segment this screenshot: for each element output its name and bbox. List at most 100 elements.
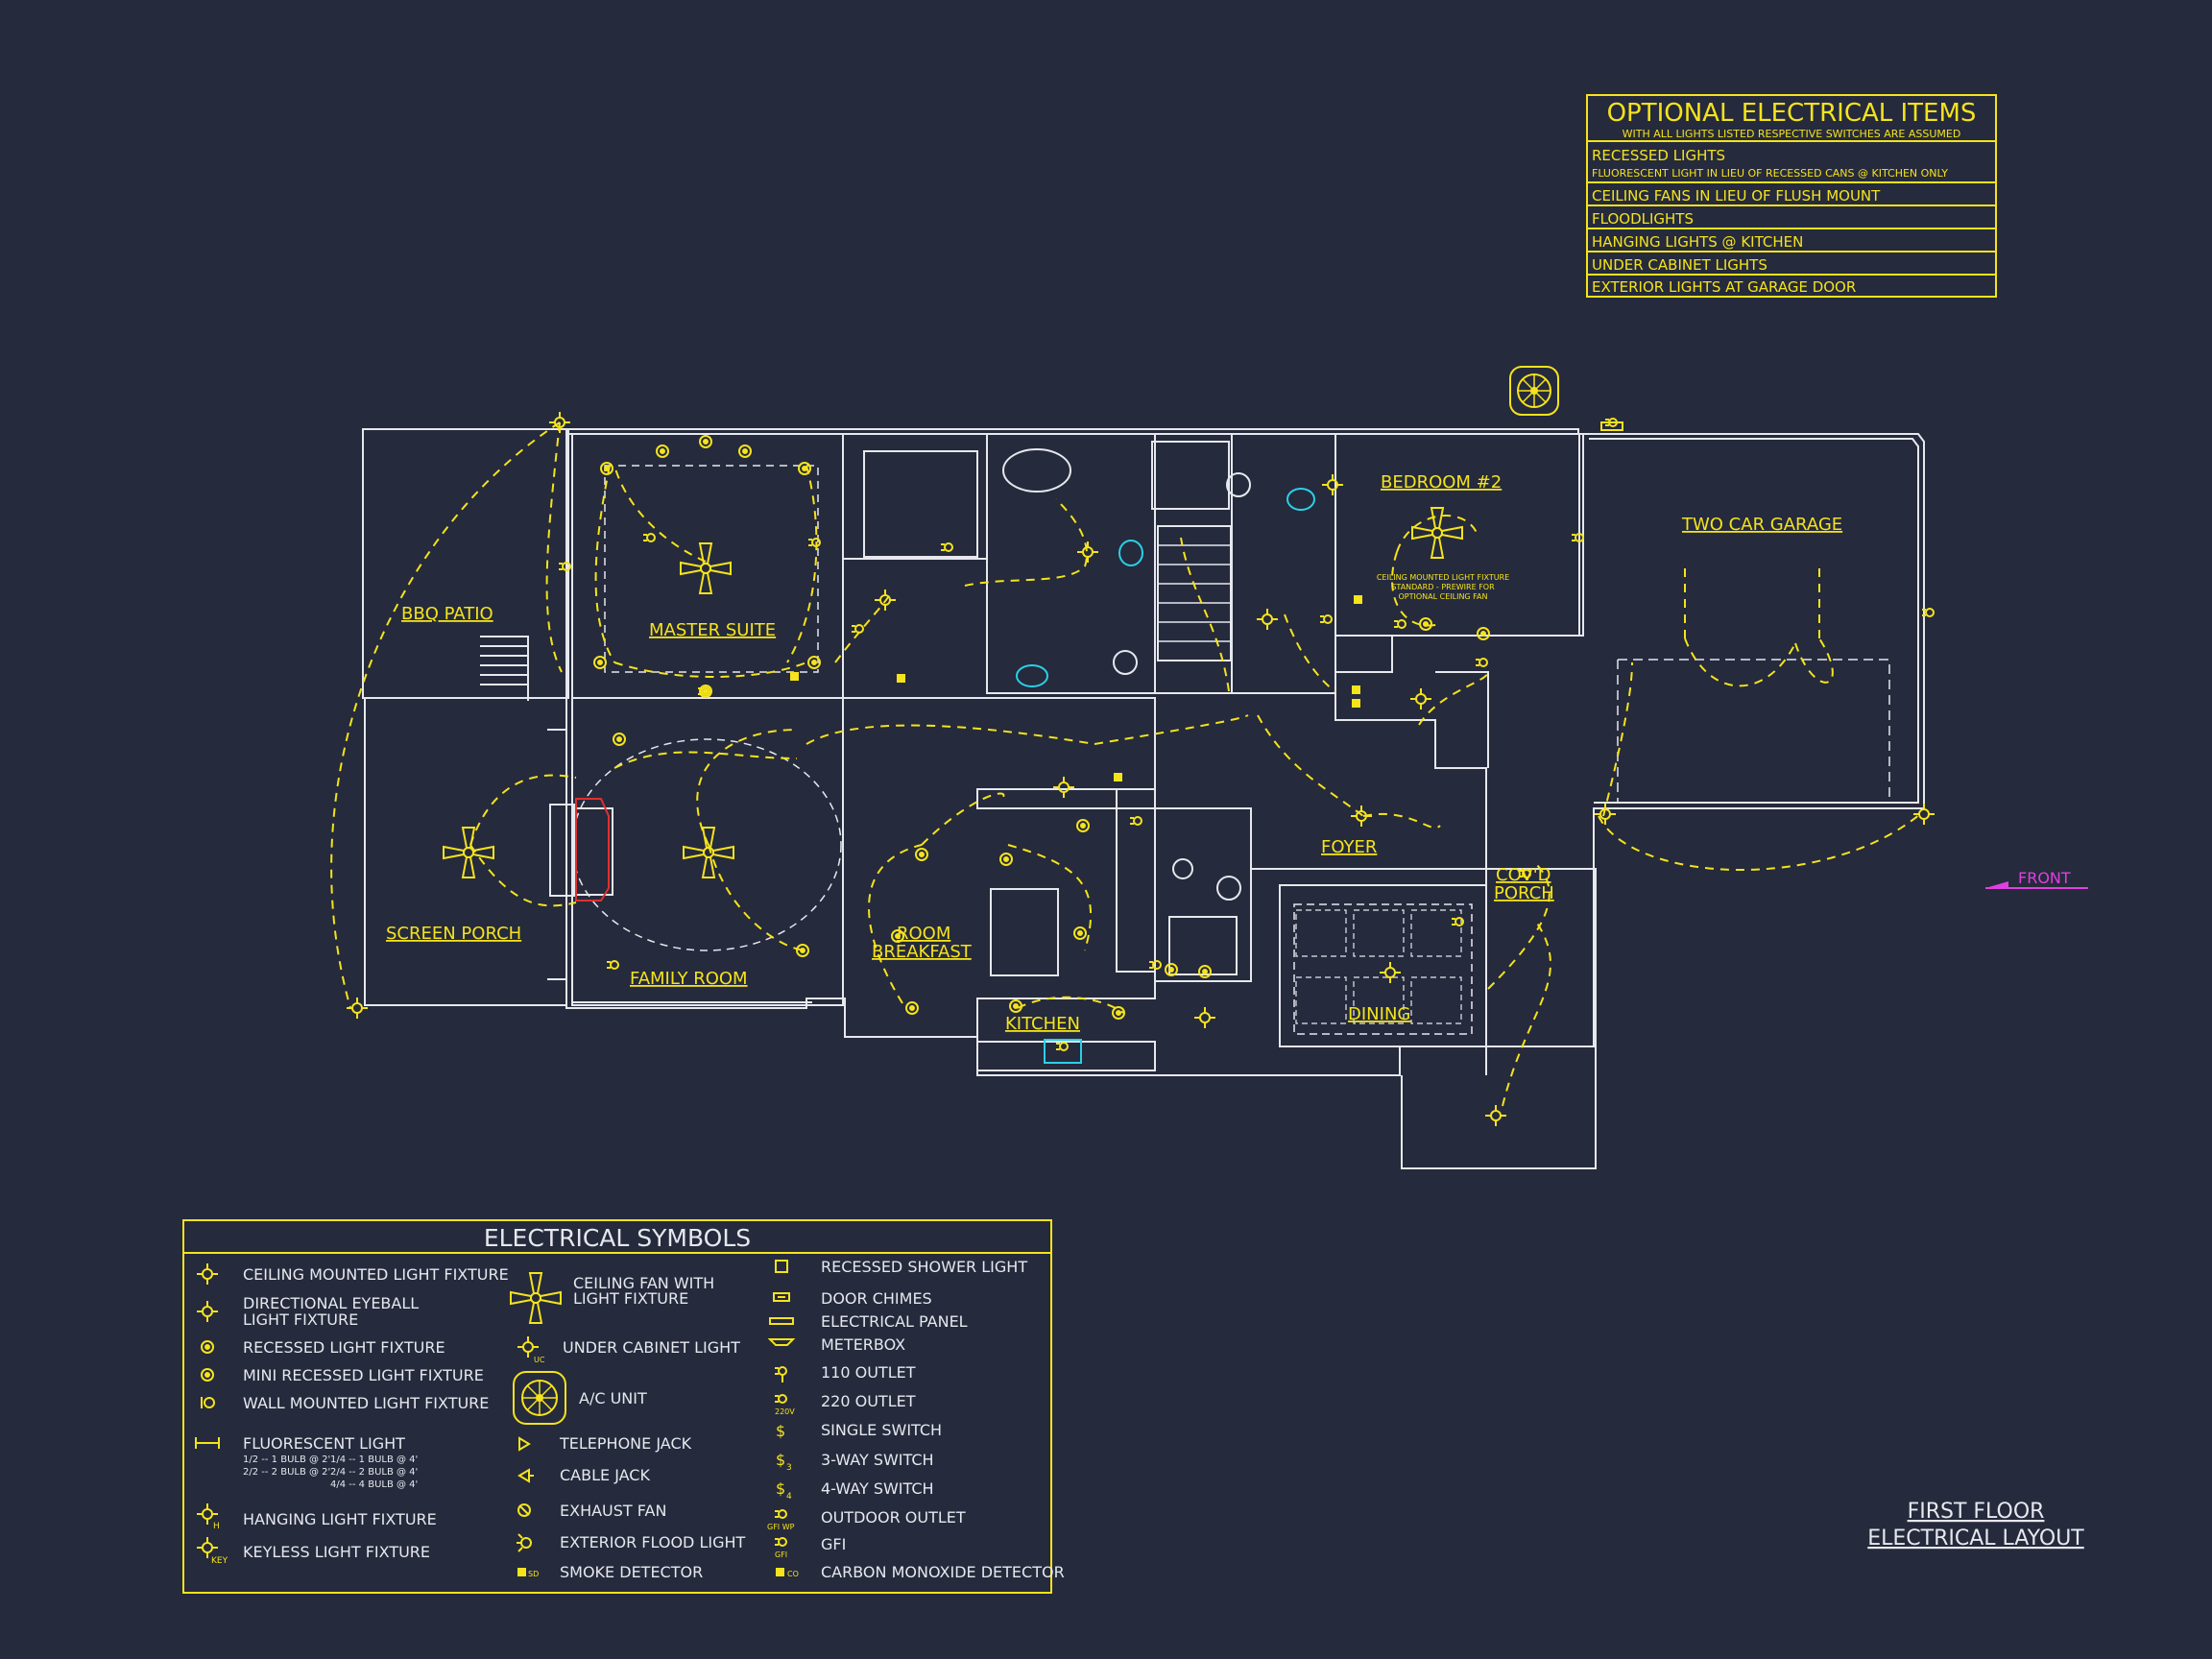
room-label-bedroom2: BEDROOM #2 bbox=[1381, 472, 1502, 493]
floor-plan-walls bbox=[362, 428, 1925, 1169]
kitchen-island bbox=[990, 888, 1059, 976]
fan-note-line: STANDARD - PREWIRE FOR bbox=[1391, 583, 1495, 591]
room-label-room: ROOM bbox=[897, 924, 950, 944]
room-label-family-room: FAMILY ROOM bbox=[630, 969, 748, 989]
plan-outlets bbox=[558, 418, 1935, 1051]
room-label-breakfast: BREAKFAST bbox=[872, 942, 973, 962]
mini-recessed-light-icon bbox=[201, 1368, 214, 1382]
optional-item-label: FLOODLIGHTS bbox=[1592, 210, 1694, 228]
recessed-light-icon bbox=[201, 1340, 214, 1354]
sheet-title-line1: FIRST FLOOR bbox=[1908, 1500, 2045, 1524]
legend-sym-text: KEY bbox=[211, 1556, 228, 1566]
legend-label: 2/4 -- 2 BULB @ 4' bbox=[330, 1467, 418, 1478]
screen-porch-outline bbox=[364, 697, 567, 1006]
legend-label: CARBON MONOXIDE DETECTOR bbox=[821, 1563, 1065, 1581]
room-label-covd: COV'D bbox=[1496, 865, 1551, 885]
legend-label: DOOR CHIMES bbox=[821, 1289, 932, 1308]
dining-outline bbox=[1279, 884, 1487, 1047]
legend-label: ELECTRICAL PANEL bbox=[821, 1312, 968, 1331]
fan-icon bbox=[680, 542, 732, 594]
legend-label: MINI RECESSED LIGHT FIXTURE bbox=[243, 1366, 484, 1384]
legend-label: TELEPHONE JACK bbox=[559, 1434, 692, 1453]
stair bbox=[1157, 525, 1232, 661]
legend-sym-text: GFI WP bbox=[767, 1523, 795, 1531]
legend-label: 1/2 -- 1 BULB @ 2' bbox=[243, 1455, 330, 1465]
sheet-title: FIRST FLOOR ELECTRICAL LAYOUT bbox=[1867, 1500, 2084, 1551]
electrical-symbols-legend: ELECTRICAL SYMBOLS CEILING MOUNTED LIGHT… bbox=[182, 1219, 1065, 1594]
three-way-switch-icon: $ bbox=[776, 1451, 785, 1469]
legend-sym-text: SD bbox=[528, 1570, 539, 1578]
outlet-220-icon bbox=[774, 1394, 787, 1404]
door-chimes-icon bbox=[773, 1292, 790, 1302]
optional-item-label: RECESSED LIGHTS bbox=[1592, 147, 1725, 164]
legend-label: EXHAUST FAN bbox=[560, 1502, 666, 1520]
legend-label: LIGHT FIXTURE bbox=[573, 1289, 688, 1308]
optional-items-subtitle: WITH ALL LIGHTS LISTED RESPECTIVE SWITCH… bbox=[1623, 128, 1961, 140]
flood-light-icon bbox=[517, 1533, 532, 1552]
legend-label: CEILING MOUNTED LIGHT FIXTURE bbox=[243, 1265, 509, 1284]
room-label-screen-porch: SCREEN PORCH bbox=[386, 924, 521, 944]
exhaust-fan-icon bbox=[517, 1503, 531, 1517]
legend-label: 4/4 -- 4 BULB @ 4' bbox=[330, 1479, 418, 1490]
fan-icon bbox=[1411, 507, 1463, 559]
optional-item-note: FLUORESCENT LIGHT IN LIEU OF RECESSED CA… bbox=[1592, 167, 1948, 180]
legend-sym-text: 220V bbox=[775, 1407, 795, 1416]
eyeball-light-icon bbox=[196, 1300, 219, 1323]
legend-label: OUTDOOR OUTLET bbox=[821, 1508, 966, 1527]
bedroom2-outline bbox=[1334, 433, 1584, 637]
legend-label: 2/2 -- 2 BULB @ 2' bbox=[243, 1467, 330, 1478]
optional-item-label: HANGING LIGHTS @ KITCHEN bbox=[1592, 233, 1803, 251]
legend-label: HANGING LIGHT FIXTURE bbox=[243, 1510, 437, 1528]
front-arrow: FRONT bbox=[1985, 869, 2088, 889]
family-room-ceiling-outline bbox=[571, 738, 842, 951]
outdoor-outlet-icon bbox=[774, 1509, 787, 1519]
room-label-foyer: FOYER bbox=[1321, 837, 1377, 857]
legend-label: 3-WAY SWITCH bbox=[821, 1451, 934, 1469]
plan-recessed-lights bbox=[593, 435, 1490, 1020]
fan-icon bbox=[683, 827, 734, 878]
shower-light-icon bbox=[775, 1260, 788, 1273]
legend-label: RECESSED SHOWER LIGHT bbox=[821, 1258, 1027, 1276]
legend-label: WALL MOUNTED LIGHT FIXTURE bbox=[243, 1394, 489, 1412]
foyer-outline bbox=[1251, 868, 1487, 1075]
legend-label: KEYLESS LIGHT FIXTURE bbox=[243, 1543, 430, 1561]
front-label: FRONT bbox=[2018, 869, 2071, 887]
fan-note-line: CEILING MOUNTED LIGHT FIXTURE bbox=[1377, 573, 1509, 582]
legend-label: SMOKE DETECTOR bbox=[560, 1563, 703, 1581]
legend-label: DIRECTIONAL EYEBALL bbox=[243, 1294, 419, 1312]
ceiling-fan-icon bbox=[510, 1272, 562, 1324]
optional-items-title: OPTIONAL ELECTRICAL ITEMS bbox=[1607, 99, 1977, 128]
legend-sym-text: 3 bbox=[786, 1463, 792, 1473]
gfi-outlet-icon bbox=[774, 1537, 787, 1547]
cable-jack-icon bbox=[517, 1468, 534, 1483]
legend-label: CEILING FAN WITH bbox=[573, 1274, 714, 1292]
legend-label: 220 OUTLET bbox=[821, 1392, 916, 1410]
legend-label: A/C UNIT bbox=[579, 1389, 647, 1407]
legend-label: METERBOX bbox=[821, 1335, 905, 1354]
electrical-panel-icon bbox=[769, 1317, 794, 1325]
bbq-patio-outline bbox=[362, 428, 569, 699]
ac-unit-legend-icon bbox=[513, 1371, 566, 1425]
meterbox bbox=[1600, 421, 1623, 431]
garage-door-line bbox=[1618, 659, 1890, 803]
room-label-dining: DINING bbox=[1348, 1004, 1410, 1024]
legend-title: ELECTRICAL SYMBOLS bbox=[484, 1224, 751, 1252]
four-way-switch-icon: $ bbox=[776, 1479, 785, 1498]
legend-sym-text: 4 bbox=[786, 1492, 792, 1502]
room-label-kitchen: KITCHEN bbox=[1005, 1014, 1080, 1034]
keyless-light-icon bbox=[196, 1536, 219, 1559]
legend-sym-text: H bbox=[213, 1522, 220, 1531]
legend-sym-text: UC bbox=[534, 1356, 545, 1364]
plumbing-fixtures bbox=[1016, 488, 1315, 1064]
plan-smoke-detectors bbox=[790, 595, 1362, 781]
fluorescent-light-icon bbox=[195, 1437, 220, 1449]
room-labels: BBQ PATIO MASTER SUITE BEDROOM #2 TWO CA… bbox=[386, 472, 1842, 1034]
fireplace bbox=[575, 798, 610, 902]
legend-label: UNDER CABINET LIGHT bbox=[563, 1338, 740, 1357]
meterbox-icon bbox=[767, 1338, 796, 1346]
legend-label: 110 OUTLET bbox=[821, 1363, 916, 1382]
legend-sym-text: CO bbox=[787, 1570, 799, 1578]
bedroom-fan-note: CEILING MOUNTED LIGHT FIXTURE STANDARD -… bbox=[1377, 573, 1509, 601]
fan-icon bbox=[443, 827, 494, 878]
